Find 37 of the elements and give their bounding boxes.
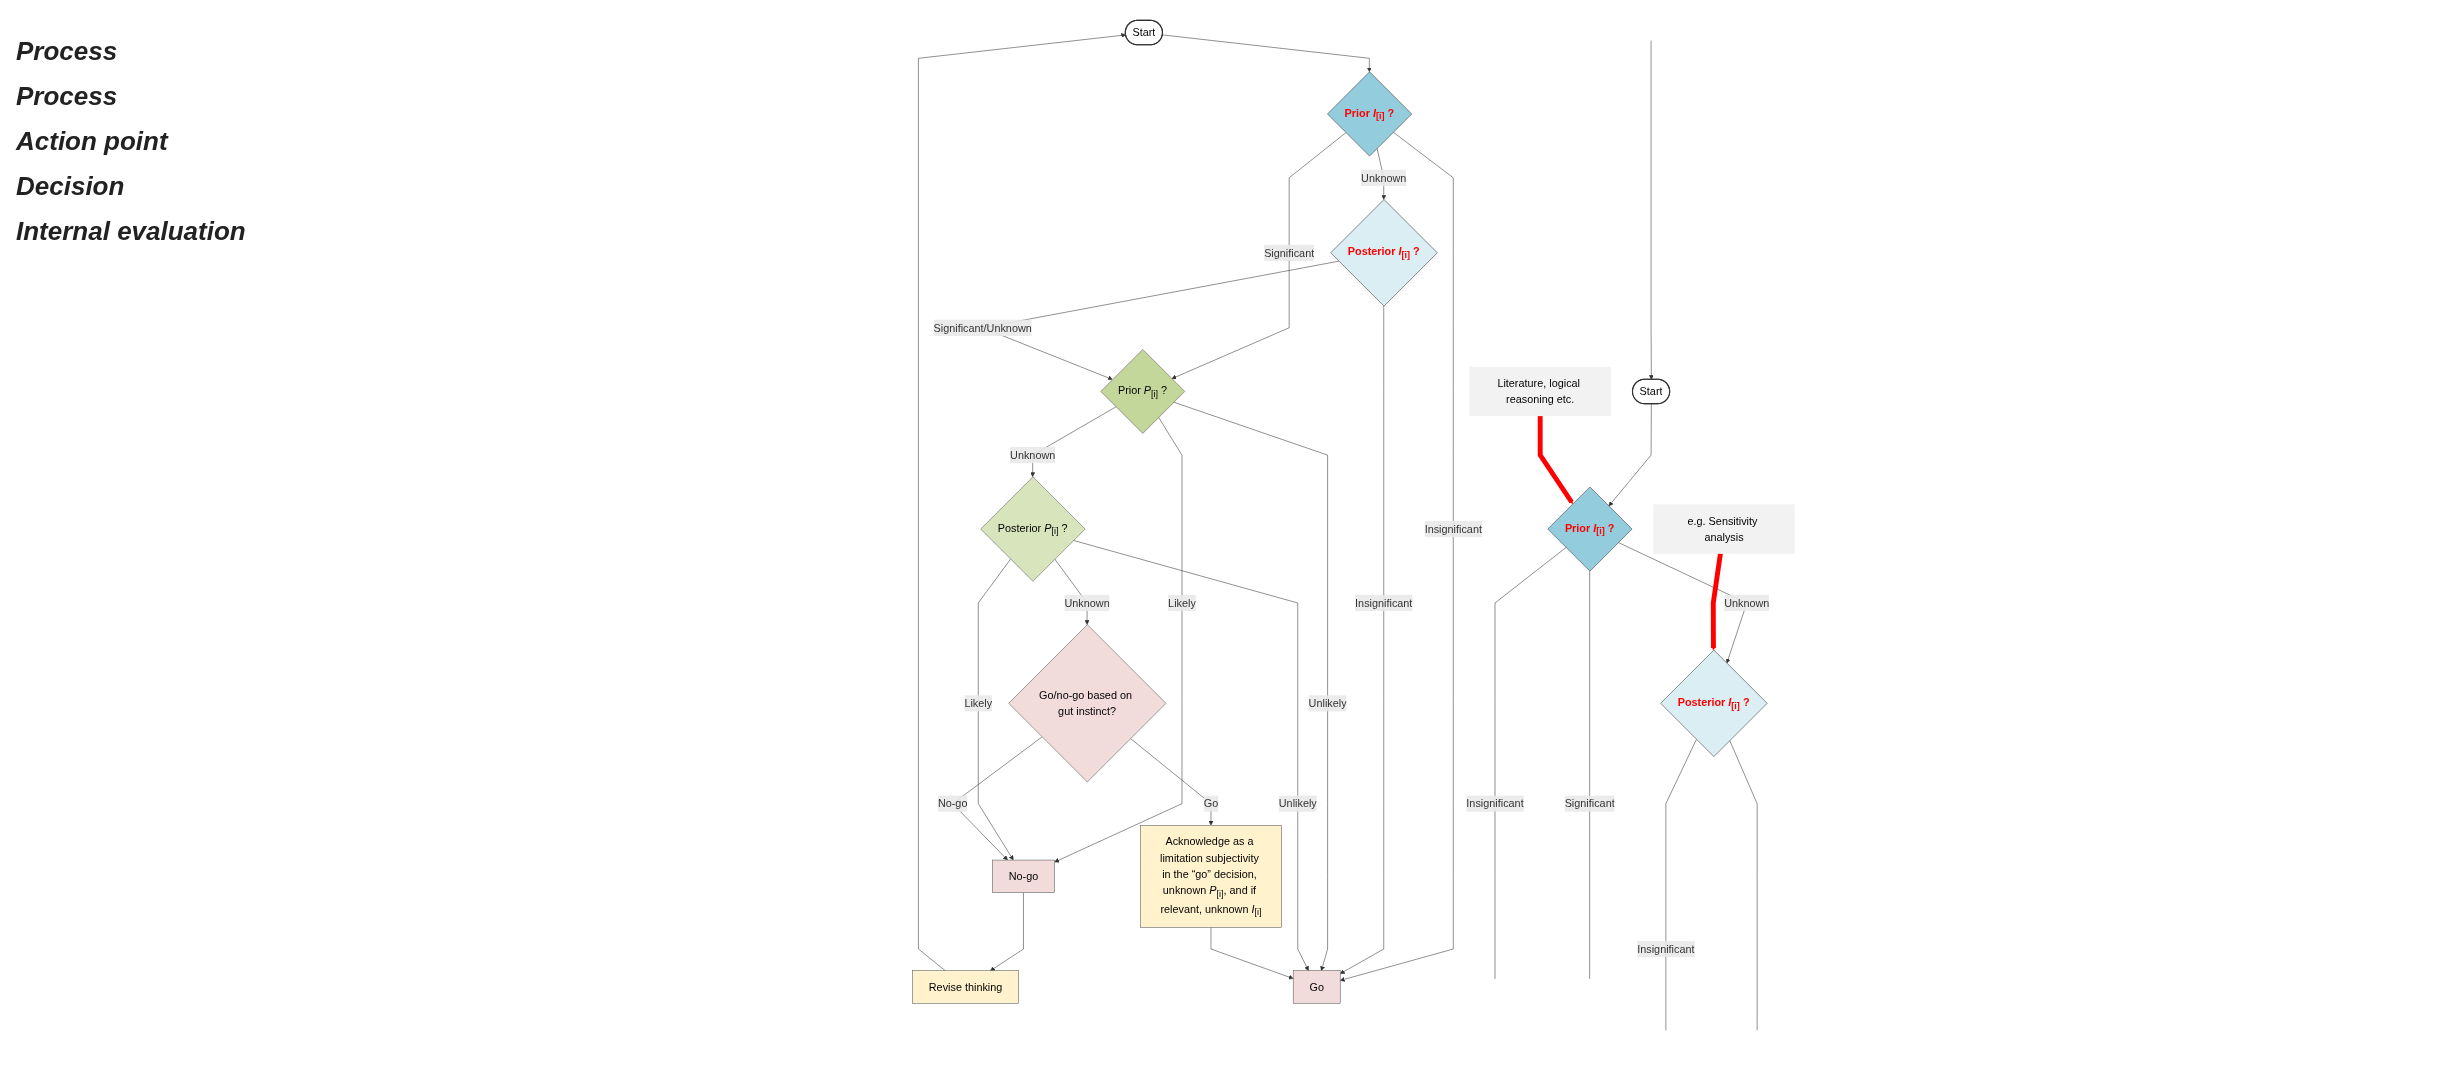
edge-label: Likely [1168,597,1196,609]
arrow [1537,415,1574,504]
edge-label: Unlikely [1278,797,1317,810]
column-heading: Process [16,81,119,112]
node-box: Go [1292,970,1341,1004]
node-box: Acknowledge as a limitation subjectivity in the “go” decision, unknown P$_{[i]}$, and if relevant, unknown I$_{[i]}$ [1140,825,1282,928]
node-diamond: Posterior P$_{[i]}$ ? [980,476,1086,582]
node-diamond: Prior I$_{[i]}$ ? [1547,486,1633,572]
edge-label: Significant/Unknown [933,321,1032,334]
node-box: e.g. Sensitivity analysis [1653,504,1795,554]
edge-label: Unknown [1361,171,1407,184]
edge-label: Significant [1564,797,1615,810]
edge-label: Unlikely [1308,697,1347,710]
node-box: Revise thinking [912,970,1019,1004]
node-box: No-go [992,859,1055,893]
column-heading: Decision [16,171,126,202]
column-heading: Process [16,36,119,67]
node-diamond: Posterior I$_{[i]}$ ? [1330,199,1438,307]
edge-label: Unknown [1064,597,1110,609]
node-diamond: Go/no-go based on gut instinct? [1008,624,1167,783]
arrow [1710,553,1723,651]
edge-label: Go [1203,797,1219,810]
edge-label: Insignificant [1466,797,1524,810]
node-box: Literature, logical reasoning etc. [1469,366,1611,417]
edge-label: Unknown [1724,597,1770,609]
edge-label: Unknown [1010,449,1056,462]
edge-label: Insignificant [1355,597,1413,609]
column-heading: Action point [16,126,170,157]
edge-label: Significant [1264,246,1315,259]
node-diamond: Posterior I$_{[i]}$ ? [1660,649,1768,757]
node-diamond: Prior P$_{[i]}$ ? [1100,349,1186,434]
column-heading: Internal evaluation [16,216,247,247]
edge-label: No-go [937,797,968,810]
edge-label: Insignificant [1424,523,1482,536]
node-diamond: Prior I$_{[i]}$ ? [1327,71,1412,157]
edge-label: Likely [964,697,993,710]
edge-label: Insignificant [1637,943,1695,955]
